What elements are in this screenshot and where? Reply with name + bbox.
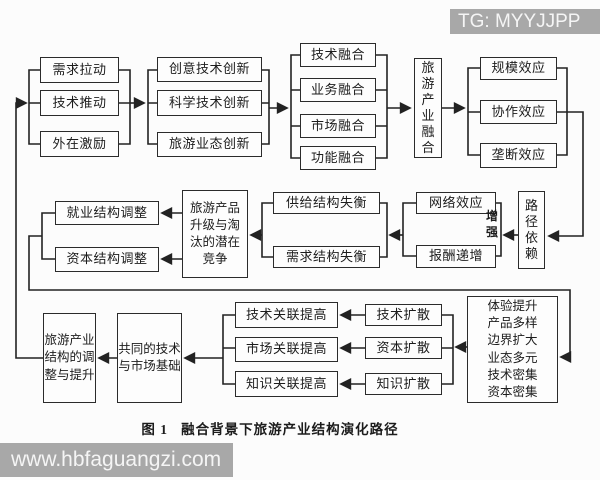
box-tourism-format-innovation: 旅游业态创新 bbox=[157, 132, 262, 157]
watermark-top-right: TG: MYYJJPP bbox=[450, 9, 600, 34]
watermark-bottom-left: www.hbfaguangzi.com bbox=[0, 443, 233, 477]
box-tech-fusion: 技术融合 bbox=[300, 43, 376, 67]
box-collaboration-effect: 协作效应 bbox=[480, 100, 557, 124]
box-science-tech-innovation: 科学技术创新 bbox=[157, 90, 262, 116]
box-demand-structure-imbalance: 需求结构失衡 bbox=[273, 246, 380, 268]
box-function-fusion: 功能融合 bbox=[300, 146, 376, 170]
box-structure-adjust-upgrade: 旅游产业 结构的调 整与提升 bbox=[43, 313, 96, 403]
box-tech-linkage-up: 技术关联提高 bbox=[235, 302, 338, 328]
box-monopoly-effect: 垄断效应 bbox=[480, 143, 557, 168]
box-capital-structure-adjust: 资本结构调整 bbox=[55, 247, 159, 272]
box-creative-tech-innovation: 创意技术创新 bbox=[157, 57, 262, 82]
box-tech-push: 技术推动 bbox=[40, 90, 119, 116]
box-demand-pull: 需求拉动 bbox=[40, 57, 119, 83]
figure-caption: 图 1 融合背景下旅游产业结构演化路径 bbox=[141, 422, 399, 437]
box-increasing-returns: 报酬递增 bbox=[416, 245, 496, 268]
box-employment-structure-adjust: 就业结构调整 bbox=[55, 201, 159, 225]
box-knowledge-diffusion: 知识扩散 bbox=[365, 373, 442, 395]
box-fusion-outcomes: 体验提升 产品多样 边界扩大 业态多元 技术密集 资本密集 bbox=[467, 296, 558, 403]
box-path-dependence: 路 径 依 赖 bbox=[518, 191, 545, 269]
box-potential-competition: 旅游产品 升级与淘 汰的潜在 竞争 bbox=[182, 190, 248, 278]
box-network-effect: 网络效应 bbox=[416, 192, 496, 214]
box-external-incentive: 外在激励 bbox=[40, 131, 119, 157]
box-market-fusion: 市场融合 bbox=[300, 114, 376, 138]
label-enhance: 增 强 bbox=[485, 209, 498, 239]
box-supply-structure-imbalance: 供给结构失衡 bbox=[273, 192, 380, 214]
box-tourism-industry-fusion: 旅 游 产 业 融 合 bbox=[414, 58, 442, 158]
box-market-linkage-up: 市场关联提高 bbox=[235, 337, 338, 362]
box-capital-diffusion: 资本扩散 bbox=[365, 337, 442, 359]
box-scale-effect: 规模效应 bbox=[480, 57, 557, 80]
box-tech-diffusion: 技术扩散 bbox=[365, 304, 442, 326]
box-business-fusion: 业务融合 bbox=[300, 78, 376, 102]
box-common-tech-market-base: 共同的技术 与市场基础 bbox=[117, 313, 182, 403]
box-knowledge-linkage-up: 知识关联提高 bbox=[235, 371, 338, 397]
